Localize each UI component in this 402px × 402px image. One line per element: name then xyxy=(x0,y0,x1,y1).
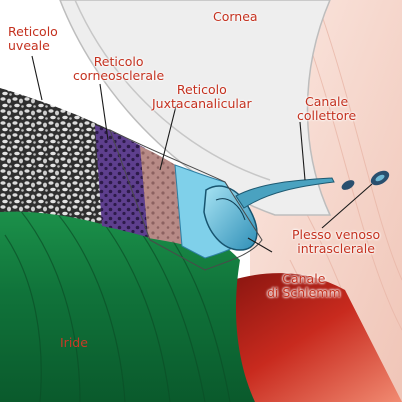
label-canale-schlemm: Canale di Schlemm xyxy=(267,272,341,300)
label-plesso-line2: intrasclerale xyxy=(297,241,375,256)
label-plesso-line1: Plesso venoso xyxy=(292,227,381,242)
label-juxta-line2: Juxtacanalicular xyxy=(152,96,252,111)
label-corneosclerale-line2: corneosclerale xyxy=(73,68,165,83)
label-collettore-line2: collettore xyxy=(297,108,357,123)
label-plesso-venoso: Plesso venoso intrasclerale xyxy=(292,228,380,256)
label-iride: Iride xyxy=(60,335,88,350)
label-reticolo-juxtacanalicular: Reticolo Juxtacanalicular xyxy=(152,83,252,111)
label-cornea: Cornea xyxy=(213,9,258,24)
label-juxta-line1: Reticolo xyxy=(176,82,227,97)
label-reticolo-uveale-line1: Reticolo xyxy=(8,24,58,39)
label-reticolo-corneosclerale: Reticolo corneosclerale xyxy=(73,55,164,83)
label-collettore-line1: Canale xyxy=(305,94,349,109)
label-schlemm-line2: di Schlemm xyxy=(267,285,341,300)
label-reticolo-uveale-line2: uveale xyxy=(8,38,50,53)
label-corneosclerale-line1: Reticolo xyxy=(93,54,144,69)
label-schlemm-line1: Canale xyxy=(282,271,326,286)
label-reticolo-uveale: Reticolo uveale xyxy=(8,25,58,53)
label-canale-collettore: Canale collettore xyxy=(297,95,356,123)
